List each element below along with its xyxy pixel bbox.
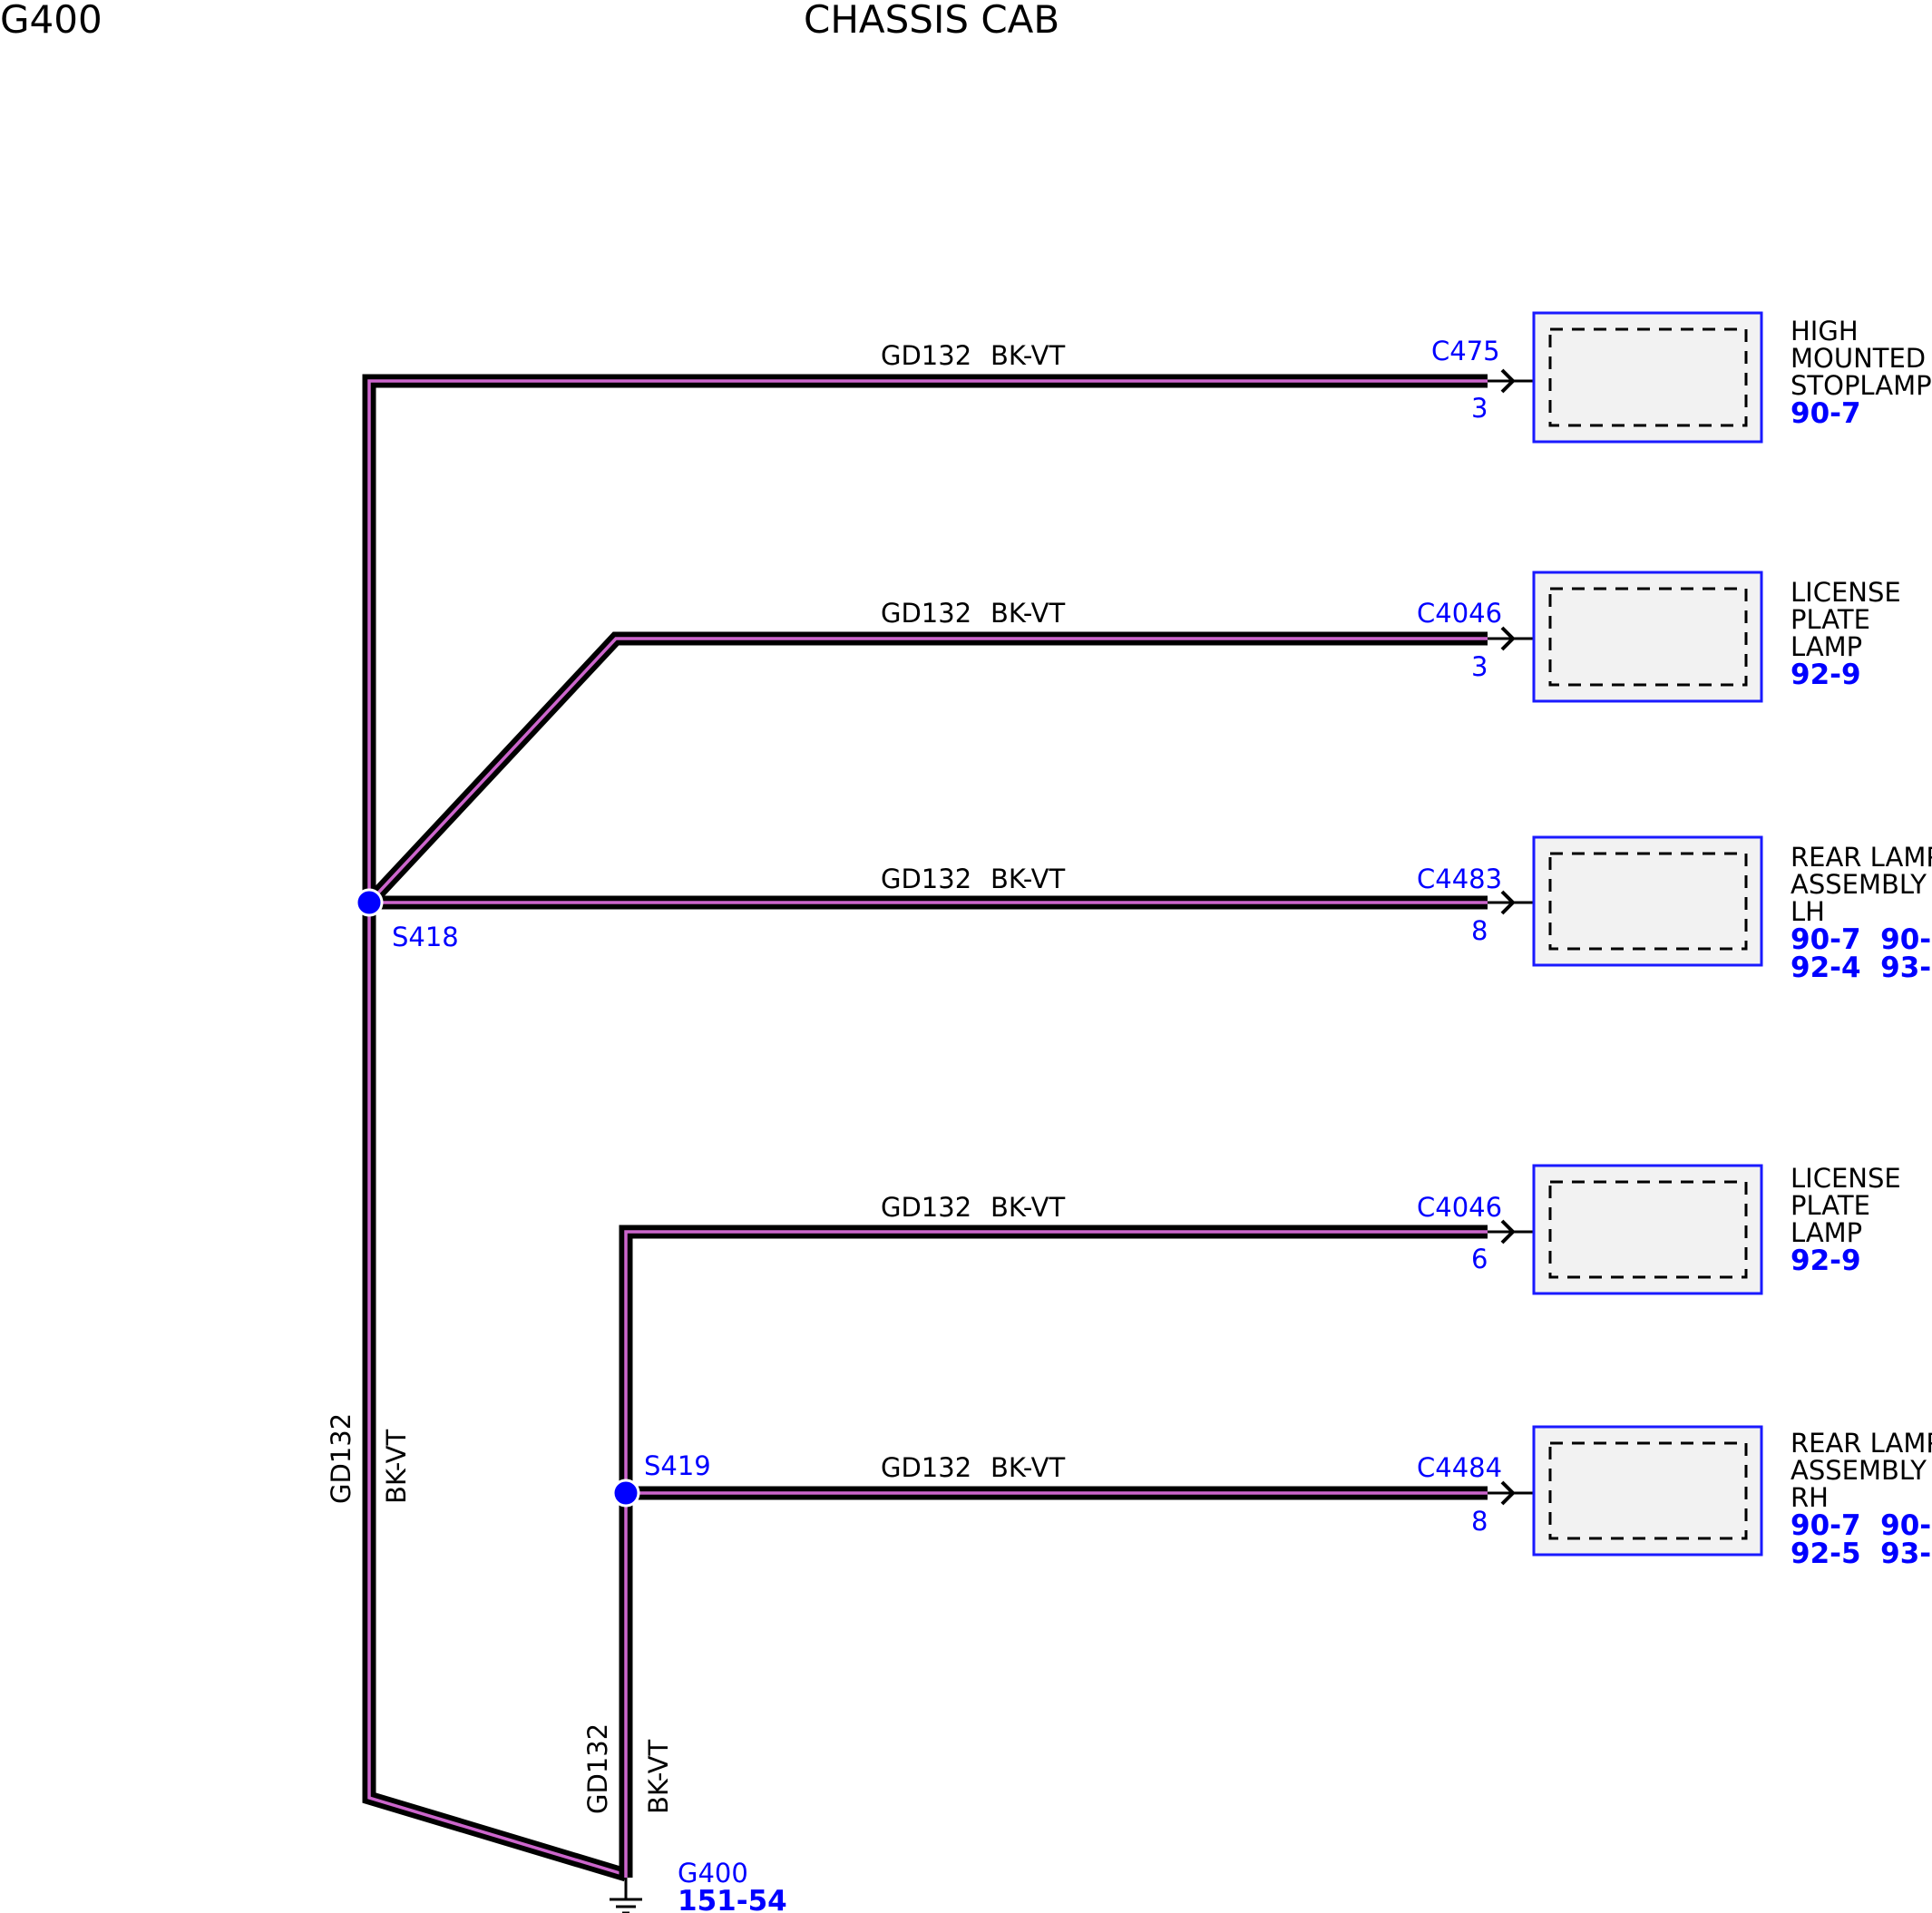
wire-circuit-label: GD132 xyxy=(881,1192,971,1223)
component-high-mounted-stoplamp: C475 3 HIGH MOUNTED STOPLAMP 90-7 xyxy=(1431,311,1932,444)
connector-pin: 8 xyxy=(1471,1506,1488,1537)
connector-id: C4483 xyxy=(1417,864,1502,894)
page-reference: 92-9 xyxy=(1791,659,1861,691)
svg-text:MOUNTED: MOUNTED xyxy=(1791,343,1926,374)
svg-text:STOPLAMP: STOPLAMP xyxy=(1791,370,1932,401)
component-rear-lamp-assembly-rh: C4484 8 REAR LAMP ASSEMBLY RH 90-7 90-8 … xyxy=(1417,1425,1932,1570)
svg-text:RH: RH xyxy=(1791,1482,1829,1513)
svg-text:ASSEMBLY: ASSEMBLY xyxy=(1791,869,1927,900)
connector-pin: 8 xyxy=(1471,915,1488,946)
wire-color-label: BK-VT xyxy=(643,1740,674,1814)
svg-text:PLATE: PLATE xyxy=(1791,1190,1870,1221)
wire-circuit-label: GD132 xyxy=(326,1413,356,1504)
svg-text:LAMP: LAMP xyxy=(1791,631,1862,662)
svg-text:REAR LAMP: REAR LAMP xyxy=(1791,1428,1932,1459)
splice-dot xyxy=(355,888,384,917)
splice-dot xyxy=(611,1479,640,1508)
svg-text:LICENSE: LICENSE xyxy=(1791,1163,1901,1194)
svg-text:PLATE: PLATE xyxy=(1791,604,1870,635)
wire-circuit-label: GD132 xyxy=(881,864,971,894)
wire-circuit-label: GD132 xyxy=(881,598,971,629)
connector-pin: 3 xyxy=(1471,393,1488,424)
ground-symbol xyxy=(610,1878,642,1913)
splice-label: S419 xyxy=(644,1450,711,1481)
wire-circuit-label: GD132 xyxy=(582,1723,613,1814)
page-reference: 90-7 xyxy=(1791,397,1861,430)
connector-pin: 6 xyxy=(1471,1244,1488,1274)
svg-text:LICENSE: LICENSE xyxy=(1791,577,1901,608)
svg-text:LAMP: LAMP xyxy=(1791,1217,1862,1248)
page-id: G400 xyxy=(0,0,102,42)
connector-id: C4484 xyxy=(1417,1452,1502,1483)
wire-color-label: BK-VT xyxy=(990,864,1065,894)
wire-labels: GD132 BK-VT GD132 BK-VT GD132 BK-VT GD13… xyxy=(326,340,1065,1814)
svg-text:ASSEMBLY: ASSEMBLY xyxy=(1791,1455,1927,1486)
page-reference: 90-7 90-8 xyxy=(1791,923,1932,956)
svg-text:REAR LAMP: REAR LAMP xyxy=(1791,842,1932,873)
page-reference: 92-4 93-2 xyxy=(1791,952,1932,984)
page-reference: 90-7 90-8 xyxy=(1791,1509,1932,1542)
wire-circuit-label: GD132 xyxy=(881,1452,971,1483)
wire-network xyxy=(362,374,1488,1882)
page-reference: 92-5 93-2 xyxy=(1791,1537,1932,1570)
wire-color-label: BK-VT xyxy=(990,598,1065,629)
ground-label: G400 xyxy=(678,1858,748,1889)
svg-text:HIGH: HIGH xyxy=(1791,316,1859,346)
wire-circuit-label: GD132 xyxy=(881,340,971,371)
svg-text:LH: LH xyxy=(1791,896,1825,927)
component-license-plate-lamp: C4046 3 LICENSE PLATE LAMP 92-9 xyxy=(1417,571,1901,703)
connector-id: C475 xyxy=(1431,336,1500,366)
component-rear-lamp-assembly-lh: C4483 8 REAR LAMP ASSEMBLY LH 90-7 90-8 … xyxy=(1417,835,1932,984)
component-license-plate-lamp: C4046 6 LICENSE PLATE LAMP 92-9 xyxy=(1417,1163,1901,1295)
wire-color-label: BK-VT xyxy=(990,1192,1065,1223)
splice-label: S418 xyxy=(392,922,459,952)
connector-pin: 3 xyxy=(1471,651,1488,682)
page-reference: 92-9 xyxy=(1791,1244,1861,1277)
wire-color-label: BK-VT xyxy=(990,340,1065,371)
wire-color-label: BK-VT xyxy=(990,1452,1065,1483)
connector-id: C4046 xyxy=(1417,598,1502,629)
ground-reference: 151-54 xyxy=(678,1885,787,1913)
page-title: CHASSIS CAB xyxy=(804,0,1059,42)
connector-id: C4046 xyxy=(1417,1192,1502,1223)
wire-color-label: BK-VT xyxy=(381,1430,412,1504)
